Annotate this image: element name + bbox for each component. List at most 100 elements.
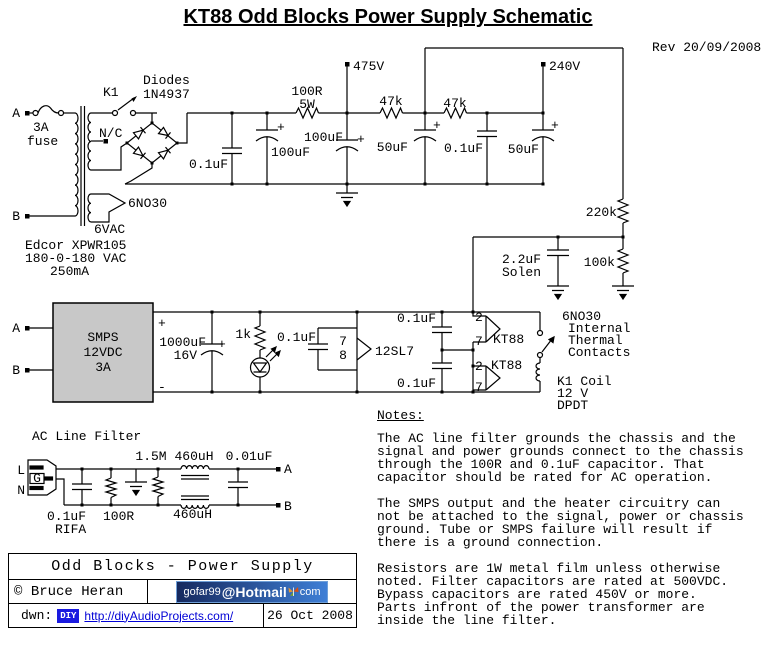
k1-coil-label: 12 V — [557, 386, 588, 401]
fuse-label: fuse — [27, 134, 58, 149]
resistor-100r-gnd — [103, 477, 119, 499]
cap-0p01uf — [228, 469, 248, 505]
cap-50uf-1 — [413, 113, 437, 184]
tube-label: KT88 — [493, 332, 524, 347]
smps-box — [52, 302, 154, 403]
k1-coil-label: DPDT — [557, 398, 588, 413]
cap-0p1uf-kt88-bot — [432, 350, 452, 392]
resistor-1p5m — [150, 476, 166, 498]
transformer-6v-coil — [87, 193, 92, 223]
resistor-47k-1 — [379, 106, 404, 120]
choke-label: 460uH — [173, 507, 212, 522]
diodes-label: Diodes — [143, 73, 190, 88]
resistor-47k-2 — [443, 106, 468, 120]
cap-label: 0.1uF — [444, 141, 483, 156]
hotmail-butterfly-icon — [288, 587, 299, 597]
transformer-primary-coil — [74, 112, 79, 217]
transformer-label: 250mA — [50, 264, 89, 279]
cap-0p1uf-2 — [477, 113, 497, 184]
cap-label: 16V — [174, 348, 198, 363]
resistor-220k — [616, 198, 630, 224]
resistor-100r — [295, 106, 320, 120]
copyright-icon: © — [14, 583, 23, 600]
resistor-label: 100R — [291, 84, 322, 99]
resistor-label: 1k — [235, 327, 251, 342]
resistor-label: 100R — [103, 509, 134, 524]
ground-symbol — [125, 481, 147, 497]
choke-top — [180, 465, 210, 470]
pin-label: 7 — [339, 334, 347, 349]
tube-label: 12SL7 — [375, 344, 414, 359]
choke-bottom — [180, 504, 210, 509]
smps-label: 3A — [95, 360, 111, 375]
pin-label: 7 — [475, 380, 483, 395]
email-user: gofar99 — [183, 585, 221, 598]
nc-label: N/C — [99, 126, 123, 141]
diodes-part-label: 1N4937 — [143, 87, 190, 102]
relay-stage — [535, 312, 555, 392]
polarity-plus: + — [218, 337, 226, 352]
resistor-label: 47k — [379, 94, 403, 109]
polarity-minus: - — [158, 380, 166, 395]
cap-label: 0.1uF — [47, 509, 86, 524]
date-cell: 26 Oct 2008 — [267, 608, 353, 623]
cap-100uf-2 — [335, 113, 359, 193]
pin-label: 8 — [339, 348, 347, 363]
voltage-tap-label: 475V — [353, 59, 384, 74]
transformer-label: 180-0-180 VAC — [25, 251, 127, 266]
12sl7-heater-chevron — [356, 337, 372, 361]
notes-paragraph: Resistors are 1W metal film unless other… — [377, 561, 729, 628]
diyaudioprojects-link[interactable]: http://diyAudioProjects.com/ — [84, 608, 234, 623]
thermal-label: Thermal — [568, 333, 623, 348]
thermal-label: Contacts — [568, 345, 630, 360]
cap-100uf-1 — [255, 113, 279, 184]
resistor-label: 47k — [443, 96, 467, 111]
tube-label: KT88 — [491, 358, 522, 373]
junction-dots — [80, 111, 625, 507]
resistor-label: 5W — [299, 97, 315, 112]
choke-label: 460uH — [174, 449, 213, 464]
cap-label: 0.1uF — [277, 330, 316, 345]
download-cell: dwn: DIY http://diyAudioProjects.com/ — [9, 604, 264, 627]
title-block-name: Odd Blocks - Power Supply — [9, 554, 356, 580]
fuse-label: 3A — [33, 120, 49, 135]
cap-1000uf — [200, 312, 224, 392]
k1-switch-arm — [117, 97, 135, 111]
6no30-heater-symbol — [91, 193, 127, 223]
cap-label: 1000uF — [159, 335, 206, 350]
transformer-hv-coil — [87, 112, 92, 171]
diode-bridge — [126, 122, 178, 164]
filter-title: AC Line Filter — [32, 429, 141, 444]
k1-coil-label: K1 Coil — [557, 374, 612, 389]
divider-stage — [472, 198, 634, 312]
pin-label: G — [33, 471, 41, 486]
email-host: @Hotmail — [221, 583, 287, 600]
resistor-label: 220k — [586, 205, 617, 220]
author-cell: © Bruce Heran — [9, 580, 148, 603]
ground-symbol — [547, 285, 569, 301]
cap-brand-label: Solen — [502, 265, 541, 280]
polarity-plus: + — [158, 316, 166, 331]
6no30-label: 6NO30 — [128, 196, 167, 211]
thermal-label: Internal — [568, 321, 631, 336]
6vac-label: 6VAC — [94, 222, 125, 237]
cap-label: 0.01uF — [226, 449, 273, 464]
ground-symbol — [336, 192, 358, 208]
polarity-plus: + — [551, 118, 559, 133]
ground-symbol — [612, 285, 634, 301]
terminals — [25, 62, 546, 508]
transformer-core — [80, 106, 86, 226]
resistor-100k — [616, 248, 630, 274]
cap-0p1uf-kt88-top — [432, 312, 452, 350]
dwn-label: dwn: — [21, 608, 53, 623]
cap-label: 2.2uF — [502, 252, 541, 267]
cap-0p1uf-rifa — [72, 469, 92, 505]
pin-label: 7 — [475, 334, 483, 349]
input-stage — [29, 96, 188, 226]
pin-label: N — [17, 483, 25, 498]
transformer-label: Edcor XPWR105 — [25, 238, 126, 253]
diy-badge: DIY — [57, 608, 80, 623]
cap-0p1uf-12sl7 — [308, 328, 328, 370]
